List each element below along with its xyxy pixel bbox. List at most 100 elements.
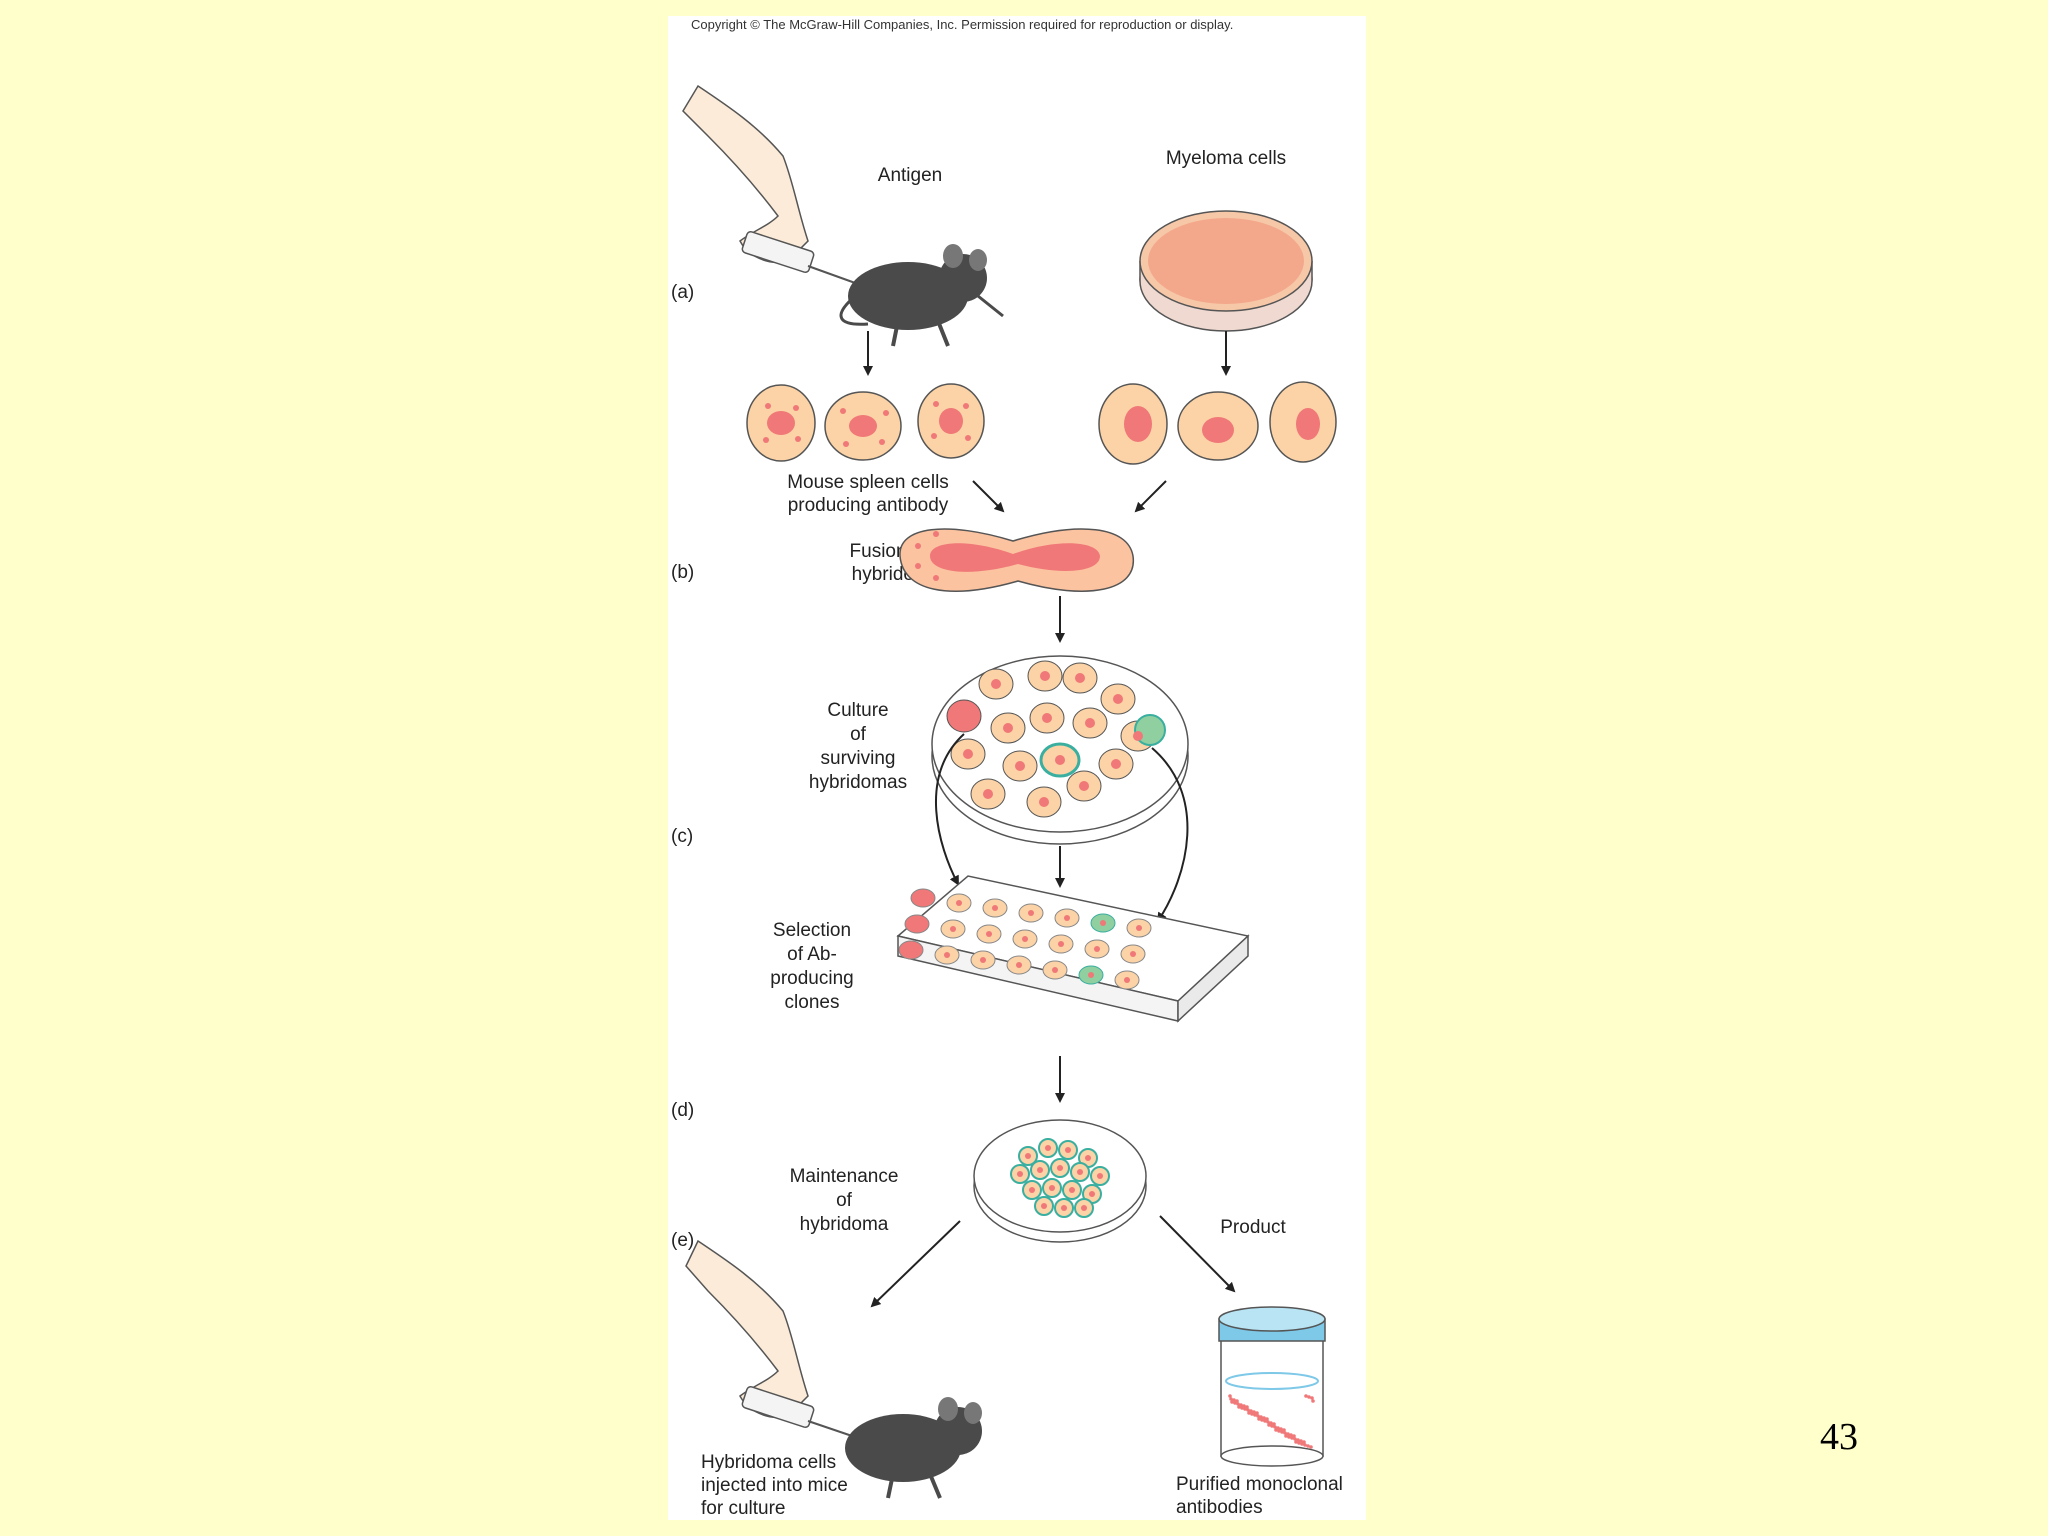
- clone-nucleus: [1097, 1173, 1103, 1179]
- slide-number: 43: [1820, 1416, 1858, 1458]
- clone-nucleus: [1017, 1171, 1023, 1177]
- clone-nucleus: [1065, 1147, 1071, 1153]
- arrow-to-injection: [870, 1220, 961, 1308]
- clone-nucleus: [1037, 1167, 1043, 1173]
- clone-nucleus: [1045, 1145, 1051, 1151]
- antibody-particle: [1267, 1423, 1271, 1427]
- clone-cluster: [1010, 1138, 1110, 1218]
- purified-label-line2: antibodies: [1176, 1497, 1263, 1518]
- plate-well-nucleus: [914, 921, 920, 927]
- clone-nucleus: [1081, 1205, 1087, 1211]
- maintenance-label-line3: hybridoma: [800, 1214, 889, 1235]
- antibody-particle: [1294, 1440, 1298, 1444]
- antibody-particle: [1293, 1437, 1297, 1441]
- selection-plate-wells: [898, 888, 1152, 990]
- clone-nucleus: [1057, 1165, 1063, 1171]
- selection-label-line1: Selection: [773, 920, 851, 941]
- antibody-jar: [1218, 1306, 1326, 1467]
- copyright-line: Copyright © The McGraw-Hill Companies, I…: [691, 17, 1233, 32]
- antibody-particle: [1309, 1445, 1313, 1449]
- step-e-label: (e): [671, 1230, 694, 1251]
- antibody-particle: [1303, 1443, 1307, 1447]
- antibody-particle: [1250, 1412, 1254, 1416]
- antibody-particle: [1280, 1430, 1284, 1434]
- antibody-particle: [1274, 1428, 1278, 1432]
- arrow-to-product: [1159, 1215, 1236, 1293]
- antibody-particle: [1256, 1414, 1260, 1418]
- antibody-particle: [1228, 1394, 1232, 1398]
- selection-label-line2: of Ab-: [787, 944, 837, 965]
- step-b-label: (b): [671, 562, 694, 583]
- selection-label-line3: producing: [770, 968, 853, 989]
- clone-nucleus: [1085, 1155, 1091, 1161]
- antibody-particle: [1233, 1401, 1237, 1405]
- purified-label-line1: Purified monoclonal: [1176, 1474, 1343, 1495]
- step-c-label: (c): [671, 826, 693, 847]
- antibody-particle: [1237, 1405, 1241, 1409]
- antibody-particle: [1270, 1424, 1274, 1428]
- plate-well-nucleus: [1124, 977, 1130, 983]
- plate-well-nucleus: [992, 905, 998, 911]
- injection-label-line2: injected into mice: [701, 1475, 848, 1496]
- antibody-particle: [1307, 1395, 1311, 1399]
- clone-nucleus: [1069, 1187, 1075, 1193]
- plate-well-nucleus: [1058, 941, 1064, 947]
- antibody-particle: [1240, 1406, 1244, 1410]
- injection-label-line3: for culture: [701, 1498, 785, 1519]
- clone-nucleus: [1041, 1203, 1047, 1209]
- hybridoma-diagram: Copyright © The McGraw-Hill Companies, I…: [668, 16, 1366, 1520]
- plate-well-nucleus: [986, 931, 992, 937]
- mouse-illustration-e: [845, 1397, 982, 1499]
- myeloma-dish: [1139, 210, 1313, 332]
- culture-label-line1: Culture: [827, 700, 888, 721]
- antibody-particle: [1247, 1411, 1251, 1415]
- plate-well-nucleus: [944, 952, 950, 958]
- antibody-particle: [1253, 1413, 1257, 1417]
- antibody-particle: [1287, 1435, 1291, 1439]
- antibody-particle: [1263, 1419, 1267, 1423]
- culture-label-line2: of: [850, 724, 867, 745]
- hand-syringe-illustration: [682, 84, 859, 285]
- antigen-label: Antigen: [878, 165, 942, 186]
- curved-arrow-right: [1151, 747, 1189, 923]
- plate-well-nucleus: [1022, 936, 1028, 942]
- antibody-particle: [1229, 1397, 1233, 1401]
- selection-label-line4: clones: [785, 992, 840, 1013]
- hand-syringe-illustration-e: [685, 1239, 859, 1439]
- plate-well-nucleus: [1136, 925, 1142, 931]
- clone-nucleus: [1061, 1205, 1067, 1211]
- step-d-label: (d): [671, 1100, 694, 1121]
- antibody-particle: [1300, 1442, 1304, 1446]
- plate-well-nucleus: [920, 895, 926, 901]
- maintenance-label-line2: of: [836, 1190, 853, 1211]
- antibody-particle: [1311, 1399, 1315, 1403]
- spleen-cells: [746, 383, 985, 462]
- plate-well-nucleus: [950, 926, 956, 932]
- antibody-particle: [1310, 1396, 1314, 1400]
- plate-well-nucleus: [1094, 946, 1100, 952]
- antibody-particle: [1277, 1429, 1281, 1433]
- arrow-myeloma-to-fusion: [1134, 480, 1167, 513]
- culture-dish: [931, 655, 1189, 845]
- culture-label-line3: surviving: [821, 748, 896, 769]
- antibody-particle: [1297, 1441, 1301, 1445]
- antibody-particle: [1236, 1402, 1240, 1406]
- plate-well-nucleus: [980, 957, 986, 963]
- plate-well-nucleus: [1100, 920, 1106, 926]
- myeloma-cells: [1098, 381, 1337, 465]
- plate-well-nucleus: [956, 900, 962, 906]
- plate-well-nucleus: [908, 947, 914, 953]
- plate-well-nucleus: [1028, 910, 1034, 916]
- step-a-label: (a): [671, 282, 694, 303]
- antibody-particle: [1266, 1420, 1270, 1424]
- clone-nucleus: [1049, 1185, 1055, 1191]
- spleen-label-line2: producing antibody: [788, 495, 949, 516]
- hybridoma-fusion-cell: [899, 528, 1134, 592]
- clone-nucleus: [1025, 1153, 1031, 1159]
- antibody-particle: [1260, 1418, 1264, 1422]
- product-label: Product: [1220, 1217, 1286, 1238]
- maintenance-dish: [973, 1119, 1147, 1243]
- plate-well-nucleus: [1064, 915, 1070, 921]
- antibody-particle: [1304, 1394, 1308, 1398]
- plate-well-nucleus: [1088, 972, 1094, 978]
